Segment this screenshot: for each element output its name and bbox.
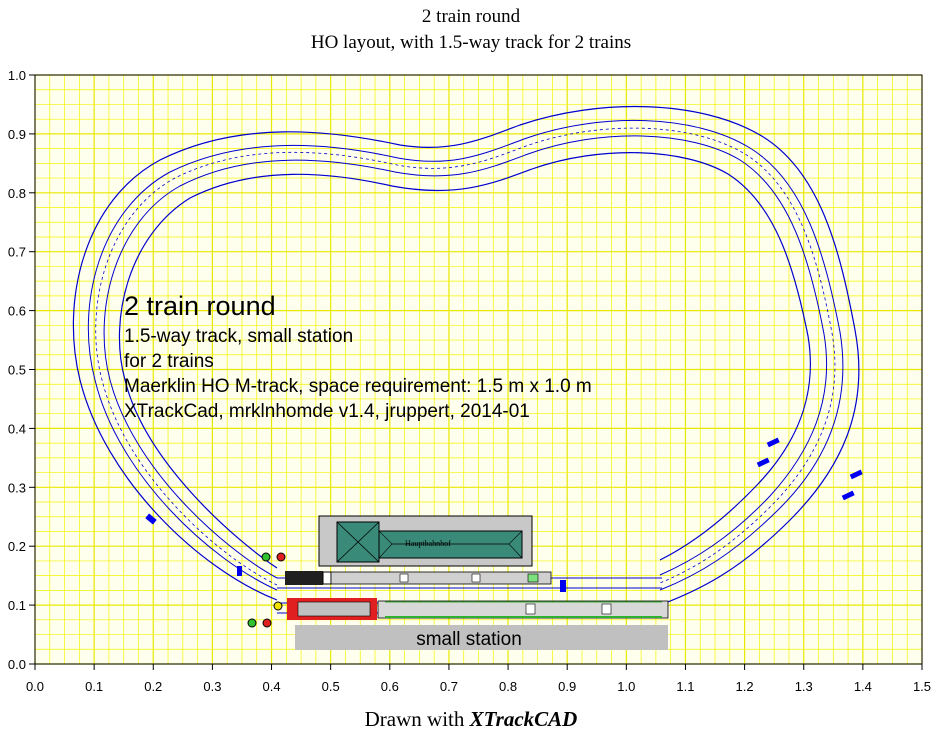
annotation-line-4: XTrackCad, mrklnhomde v1.4, jruppert, 20… <box>124 401 530 422</box>
signal-lower-red <box>262 618 272 628</box>
grid <box>34 74 923 665</box>
annotation-heading: 2 train round <box>124 291 276 321</box>
train-lower-cars <box>377 600 669 619</box>
x-tick-label: 1.5 <box>913 679 931 694</box>
platform <box>295 625 668 650</box>
track-loop <box>72 105 860 606</box>
signal-yellow <box>273 601 283 611</box>
y-tick-label: 0.2 <box>8 539 26 554</box>
x-tick-label: 1.3 <box>795 679 813 694</box>
building-label: Hauptbahnhof <box>405 539 451 548</box>
y-tick-label: 0.0 <box>8 657 26 672</box>
footer: Drawn with XTrackCAD <box>0 707 942 732</box>
y-tick-label: 0.5 <box>8 363 26 378</box>
y-tick-label: 0.1 <box>8 598 26 613</box>
annotation-line-2: for 2 trains <box>124 351 214 372</box>
signal-upper-red <box>276 552 286 562</box>
x-tick-label: 0.4 <box>262 679 280 694</box>
x-tick-label: 1.0 <box>617 679 635 694</box>
station-building: Hauptbahnhof <box>318 515 533 567</box>
diagram-subtitle: HO layout, with 1.5-way track for 2 trai… <box>310 32 632 53</box>
track-inner-rail <box>103 135 828 579</box>
x-tick-label: 0.1 <box>85 679 103 694</box>
footer-app-name: XTrackCAD <box>469 707 578 731</box>
signal-lower-green <box>247 618 257 628</box>
x-tick-label: 0.5 <box>322 679 340 694</box>
x-tick-label: 0.6 <box>381 679 399 694</box>
x-tick-label: 1.1 <box>676 679 694 694</box>
station-label: small station <box>416 629 522 650</box>
axis-ticks: 0.0 0.1 0.2 0.3 0.4 0.5 0.6 0.7 0.8 0.9 1.0 1.1 1.2 1… <box>8 68 931 694</box>
y-tick-label: 0.8 <box>8 186 26 201</box>
x-tick-label: 1.4 <box>854 679 872 694</box>
y-tick-label: 0.9 <box>8 127 26 142</box>
x-tick-label: 0.8 <box>499 679 517 694</box>
footer-prefix: Drawn with <box>364 707 465 731</box>
x-tick-label: 0.3 <box>203 679 221 694</box>
track-center-dash <box>95 127 836 586</box>
y-tick-label: 0.4 <box>8 421 26 436</box>
train-upper-loco <box>285 571 323 585</box>
annotation-line-3: Maerklin HO M-track, space requirement: … <box>124 376 592 397</box>
plot-frame <box>34 74 923 665</box>
x-tick-label: 0.9 <box>558 679 576 694</box>
x-tick-label: 0.0 <box>26 679 44 694</box>
trains <box>285 571 669 620</box>
track-inner-rail-2 <box>118 152 812 569</box>
annotation-line-1: 1.5-way track, small station <box>124 326 353 347</box>
y-tick-label: 1.0 <box>8 68 26 83</box>
track-outer-rail-2 <box>87 119 844 591</box>
x-tick-label: 0.7 <box>440 679 458 694</box>
x-tick-label: 1.2 <box>736 679 754 694</box>
y-tick-label: 0.7 <box>8 245 26 260</box>
diagram-title: 2 train round <box>421 6 521 27</box>
track-outer-rail <box>72 105 860 606</box>
signal-upper-green <box>261 552 271 562</box>
building-roof-main <box>378 530 523 559</box>
x-tick-label: 0.2 <box>144 679 162 694</box>
signals <box>145 437 863 628</box>
train-upper-cars <box>330 571 552 585</box>
y-tick-label: 0.6 <box>8 304 26 319</box>
y-tick-label: 0.3 <box>8 480 26 495</box>
